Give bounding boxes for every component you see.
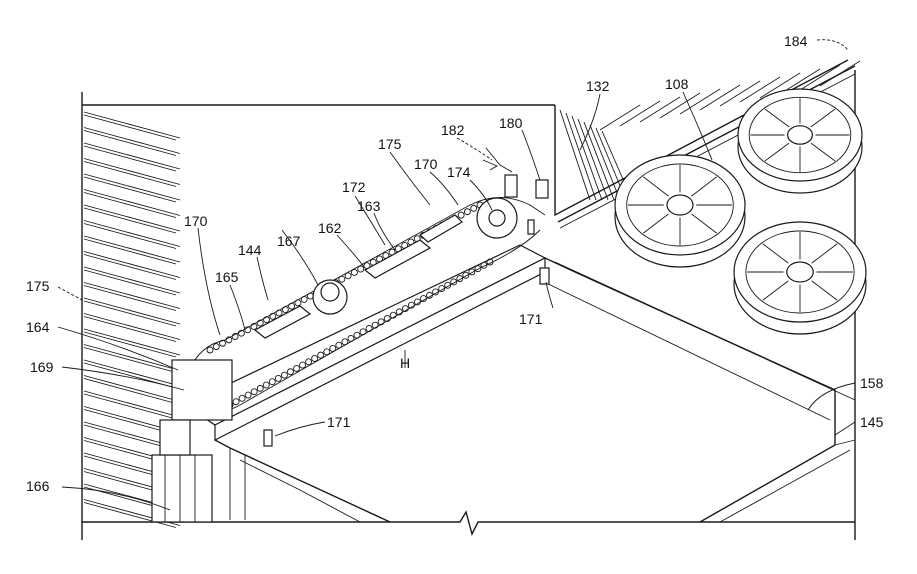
conveyor-beam xyxy=(182,198,545,441)
label-166: 166 xyxy=(26,478,50,494)
label-165: 165 xyxy=(215,269,239,285)
label-163: 163 xyxy=(357,198,381,214)
label-180: 180 xyxy=(499,115,523,131)
label-167: 167 xyxy=(277,233,301,249)
label-164: 164 xyxy=(26,319,50,335)
label-184: 184 xyxy=(784,33,808,49)
label-108: 108 xyxy=(665,76,689,92)
label-182: 182 xyxy=(441,122,465,138)
label-144: 144 xyxy=(238,242,262,258)
label-170-left: 170 xyxy=(184,213,208,229)
pick-head xyxy=(483,148,548,198)
label-169: 169 xyxy=(30,359,54,375)
label-175-left: 175 xyxy=(26,278,50,294)
label-175-top: 175 xyxy=(378,136,402,152)
label-145: 145 xyxy=(860,414,884,430)
label-162: 162 xyxy=(318,220,342,236)
label-H: H xyxy=(400,355,410,371)
label-132: 132 xyxy=(586,78,610,94)
label-158: 158 xyxy=(860,375,884,391)
reels xyxy=(615,89,866,334)
label-174: 174 xyxy=(447,164,471,180)
label-172: 172 xyxy=(342,179,366,195)
label-171-left: 171 xyxy=(327,414,351,430)
label-170-top: 170 xyxy=(414,156,438,172)
label-171-right: 171 xyxy=(519,311,543,327)
